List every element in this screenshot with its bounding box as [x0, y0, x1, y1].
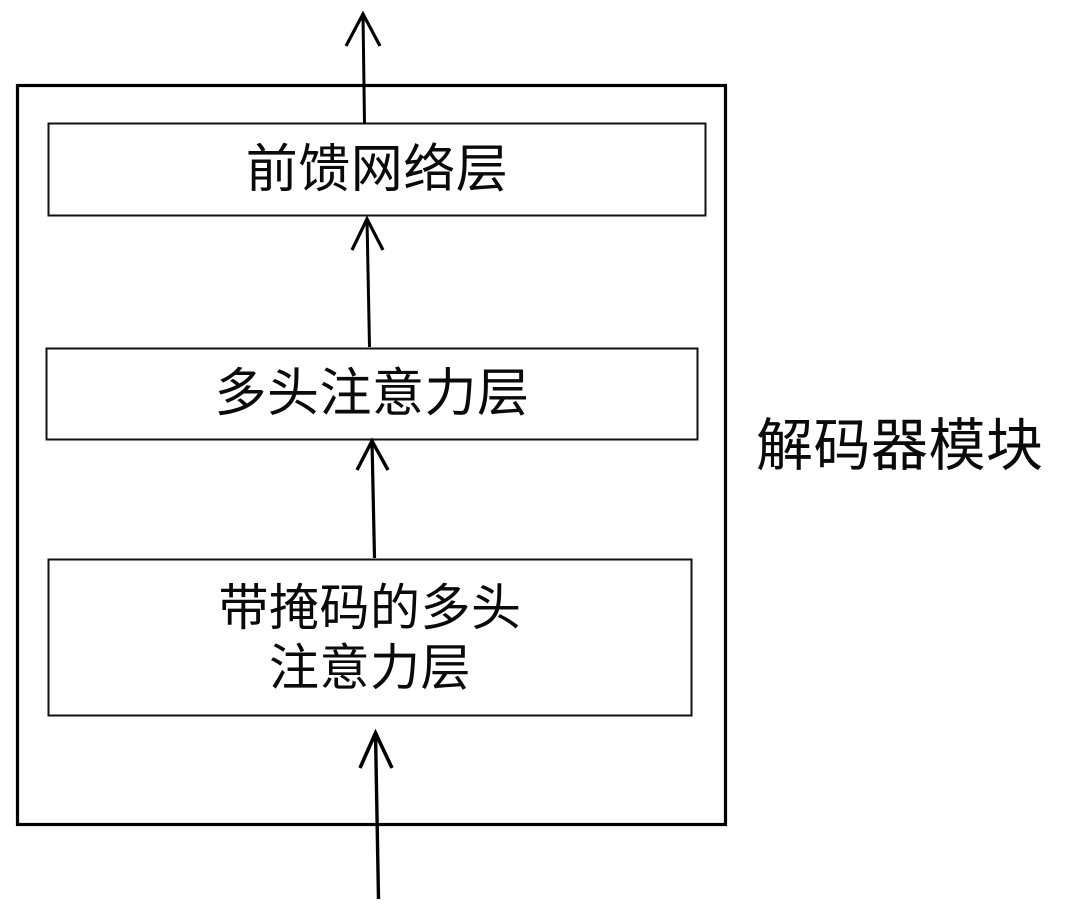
feed-forward-layer-box — [47, 122, 707, 217]
masked-to-multihead-arrow — [355, 437, 390, 559]
output-arrow — [344, 10, 382, 125]
multihead-to-feedforward-arrow — [350, 215, 385, 348]
masked-multi-head-attention-layer-box — [47, 558, 693, 717]
multi-head-attention-layer-box — [45, 347, 699, 441]
input-arrow — [358, 728, 394, 900]
decoder-module-container-box — [15, 83, 728, 827]
